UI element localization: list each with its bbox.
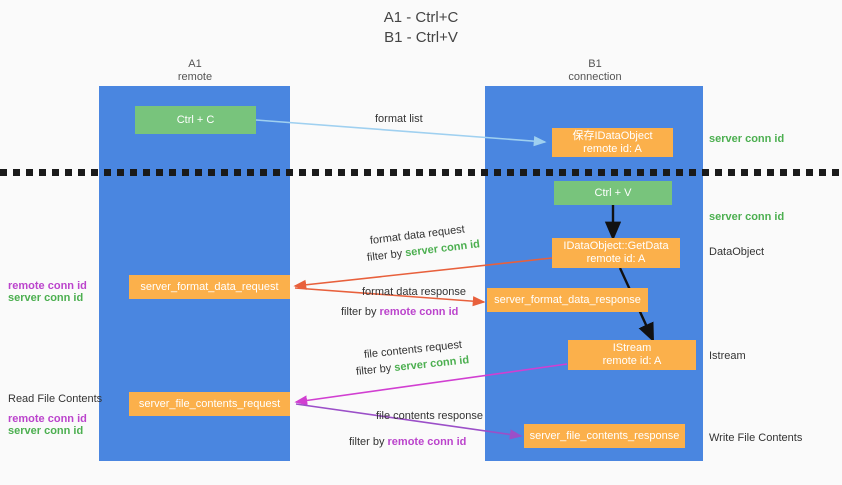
left-label-remote-conn-id-1: remote conn id [8, 280, 87, 292]
page-title: A1 - Ctrl+C B1 - Ctrl+V [383, 9, 459, 46]
box-istream-line2: remote id: A [602, 355, 662, 367]
right-label-server-conn-id-1: server conn id [709, 133, 785, 145]
filter-prefix: filter by [355, 362, 395, 378]
box-save-idataobject-line2: remote id: A [583, 142, 642, 155]
edge-label-format-list: format list [375, 113, 423, 125]
left-label-remote-conn-id-2: remote conn id [8, 413, 87, 425]
column-header-b1-name: B1 [588, 58, 602, 70]
box-istream-line1: IStream [612, 342, 652, 354]
box-server-file-contents-request[interactable]: server_file_contents_request [129, 392, 290, 416]
left-label-server-conn-id-2: server conn id [8, 425, 84, 437]
right-label-write-file-contents: Write File Contents [709, 432, 803, 444]
box-server-file-contents-response[interactable]: server_file_contents_response [524, 424, 685, 448]
box-ctrl-v-line1: Ctrl + V [594, 186, 632, 199]
box-server-format-data-request[interactable]: server_format_data_request [129, 275, 290, 299]
filter-prefix: filter by [349, 436, 388, 448]
right-label-dataobject: DataObject [709, 246, 765, 258]
edge-label-format-data-response: format data response [362, 286, 466, 298]
box-server-format-data-request-line1: server_format_data_request [140, 280, 279, 293]
edge-label-file-contents-response: file contents response [376, 410, 484, 422]
box-save-idataobject[interactable]: 保存IDataObject remote id: A [552, 128, 673, 157]
column-header-a1: A1 remote [145, 58, 245, 84]
column-header-b1: B1 connection [545, 58, 645, 84]
box-save-idataobject-line1: 保存IDataObject [572, 129, 653, 142]
box-ctrl-c-line1: Ctrl + C [176, 113, 215, 126]
filter-prefix: filter by [341, 306, 380, 318]
phase-divider [0, 169, 842, 176]
edge-label-file-contents-response-filter: filter by remote conn id [349, 435, 466, 449]
box-istream[interactable]: IStream remote id: A [568, 340, 696, 370]
box-server-format-data-response[interactable]: server_format_data_response [487, 288, 648, 312]
column-header-b1-sub: connection [568, 71, 622, 83]
right-label-istream: Istream [709, 350, 746, 362]
box-server-format-data-response-line1: server_format_data_response [494, 293, 641, 306]
filter-key-remote-conn-id: remote conn id [379, 306, 459, 318]
column-header-a1-name: A1 [188, 58, 202, 70]
column-header-a1-sub: remote [177, 71, 213, 83]
filter-key-remote-conn-id: remote conn id [387, 436, 467, 448]
box-ctrl-c[interactable]: Ctrl + C [135, 106, 256, 134]
box-getdata[interactable]: IDataObject::GetData remote id: A [552, 238, 680, 268]
box-getdata-line1: IDataObject::GetData [563, 240, 669, 252]
box-getdata-line2: remote id: A [586, 253, 646, 265]
right-label-server-conn-id-2: server conn id [709, 211, 785, 223]
left-label-server-conn-id-1: server conn id [8, 292, 84, 304]
edge-label-format-data-response-filter: filter by remote conn id [341, 305, 458, 319]
box-server-file-contents-request-line1: server_file_contents_request [138, 397, 281, 410]
left-label-read-file-contents: Read File Contents [8, 393, 103, 405]
box-ctrl-v[interactable]: Ctrl + V [554, 181, 672, 205]
box-server-file-contents-response-line1: server_file_contents_response [529, 429, 680, 442]
filter-prefix: filter by [366, 247, 406, 264]
